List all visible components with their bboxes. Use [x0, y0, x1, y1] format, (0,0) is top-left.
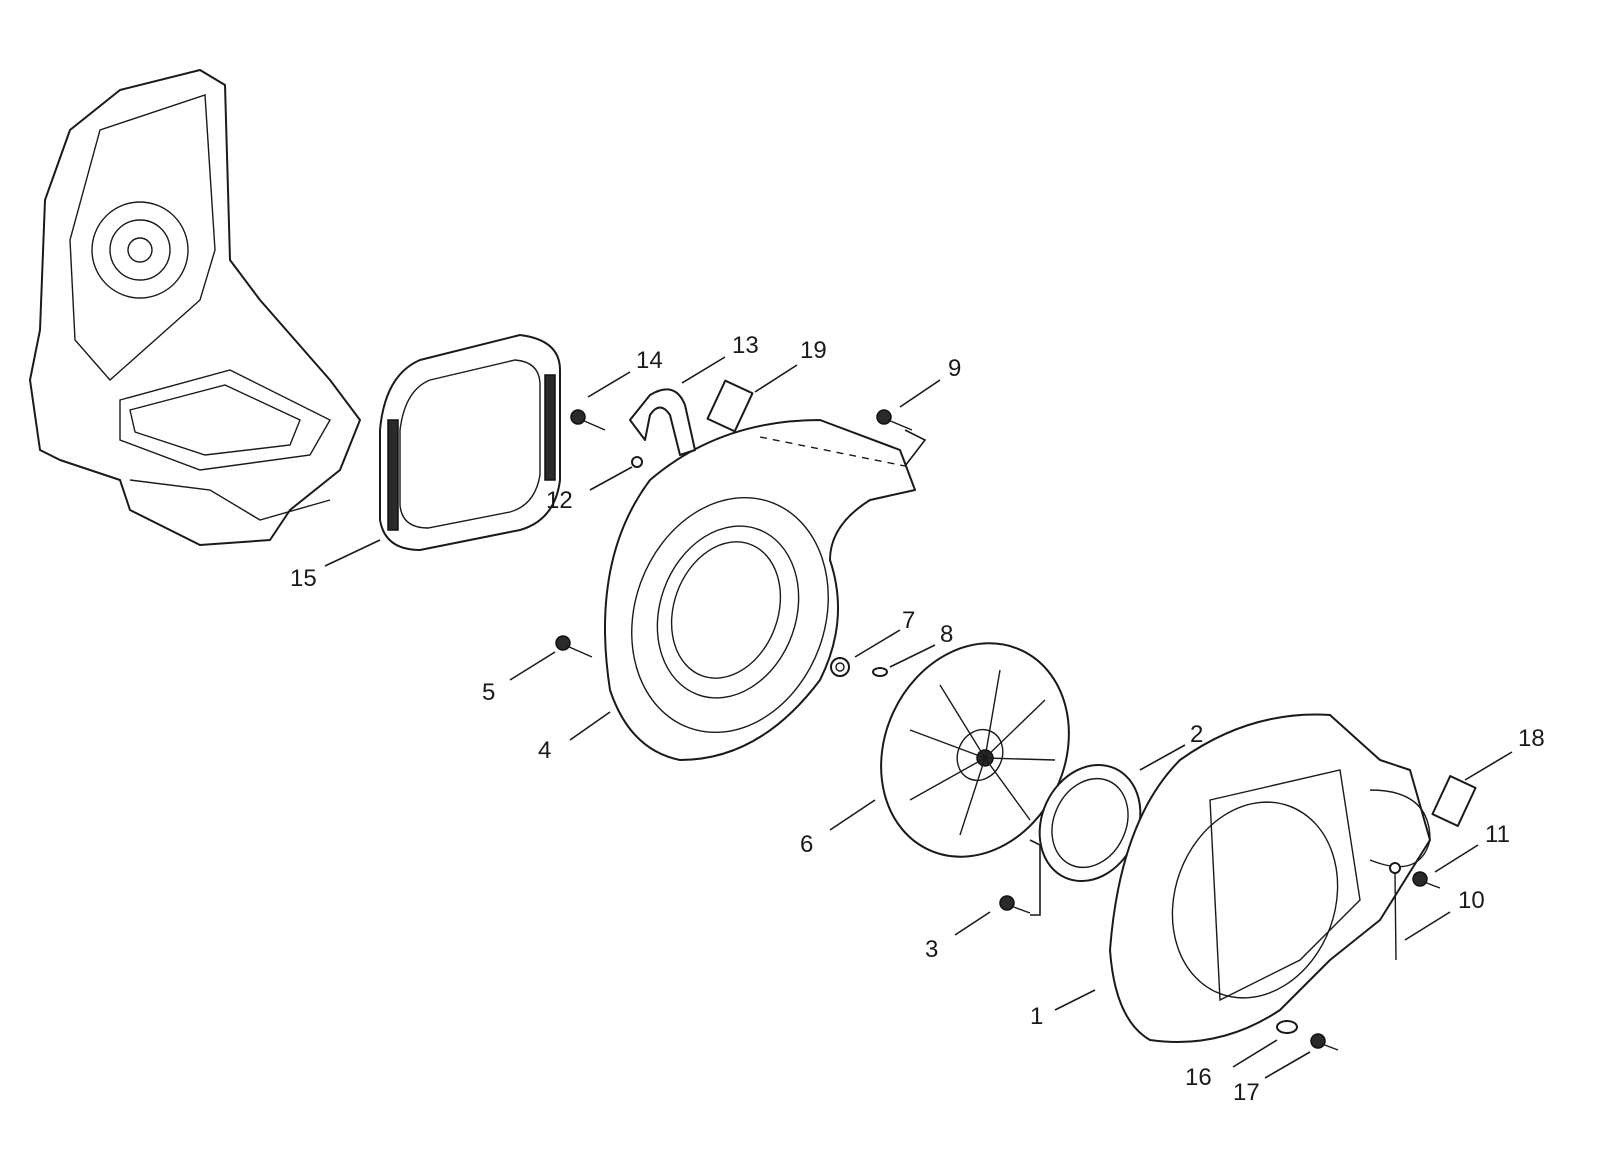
- screw-3: [999, 895, 1031, 914]
- callout-18: 18: [1518, 725, 1545, 752]
- alignment-guide-9: [759, 436, 906, 467]
- washer-12: [631, 456, 643, 468]
- screw-17: [1310, 1033, 1339, 1051]
- frame-gasket: [379, 334, 561, 551]
- fan-case: [1109, 713, 1431, 1043]
- back-frame: [29, 69, 361, 546]
- callout-5: 5: [482, 679, 495, 706]
- callout-13: 13: [732, 332, 759, 359]
- screw-5: [555, 635, 593, 658]
- callout-9: 9: [948, 355, 961, 382]
- callout-7: 7: [902, 607, 915, 634]
- screw-14: [570, 409, 606, 431]
- screw-11: [1412, 871, 1441, 889]
- callout-15: 15: [290, 565, 317, 592]
- callout-19: 19: [800, 337, 827, 364]
- fasteners: [555, 409, 1441, 1051]
- seal-ring: [1038, 763, 1142, 883]
- blower-housing-cover: [604, 419, 916, 761]
- callout-10: 10: [1458, 887, 1485, 914]
- callout-11: 11: [1485, 821, 1510, 848]
- decal-18: [1431, 775, 1477, 827]
- leader-lines: [324, 356, 1513, 1079]
- clamp: [629, 388, 696, 456]
- callout-14: 14: [636, 347, 663, 374]
- decal-19: [706, 379, 754, 433]
- callout-8: 8: [940, 621, 953, 648]
- callout-4: 4: [538, 737, 551, 764]
- washer-16: [1276, 1020, 1298, 1034]
- callout-16: 16: [1185, 1064, 1212, 1091]
- pin-10: [1389, 862, 1401, 961]
- callout-3: 3: [925, 936, 938, 963]
- bracket-9: [904, 429, 927, 467]
- key-8: [872, 667, 888, 677]
- nut-7: [830, 657, 850, 677]
- callout-12: 12: [546, 487, 573, 514]
- callout-2: 2: [1190, 721, 1203, 748]
- callout-1: 1: [1030, 1003, 1043, 1030]
- callout-labels: 1 2 3 4 5 6 7 8 9 10 11 12 13 14 15 16 1…: [290, 332, 1545, 1106]
- callout-17: 17: [1233, 1079, 1260, 1106]
- screw-9: [876, 409, 913, 431]
- callout-6: 6: [800, 831, 813, 858]
- bracket-3: [1029, 839, 1041, 916]
